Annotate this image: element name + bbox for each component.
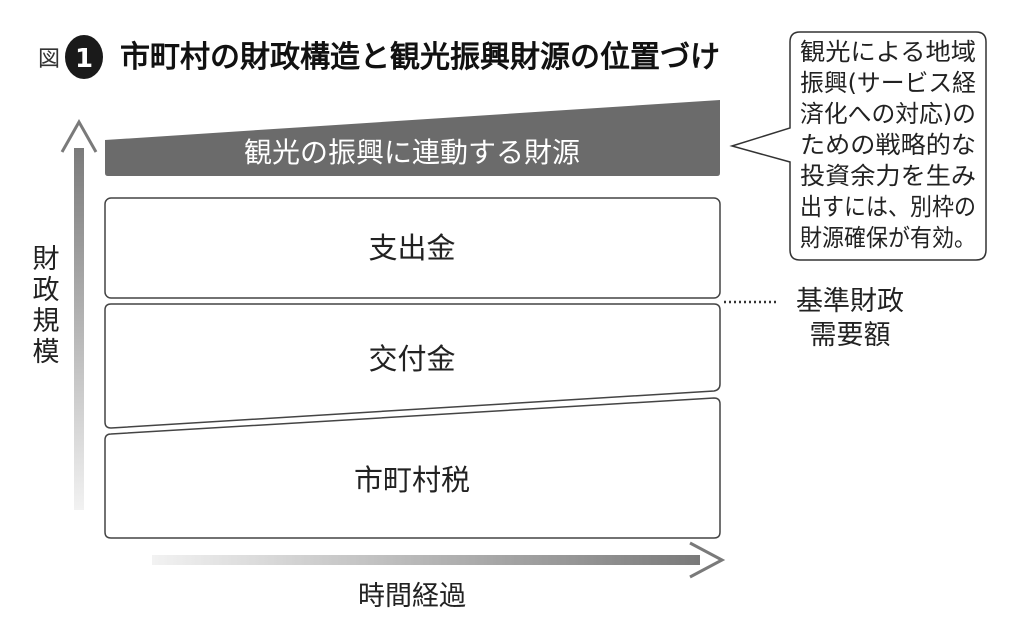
standard-demand-line2: 需要額 [810,320,891,351]
layer-municipal-tax-label: 市町村税 [354,463,470,497]
standard-demand-annotation: 基準財政 需要額 [724,286,904,351]
figure-number-badge [65,35,103,79]
layer-grant-label: 交付金 [368,342,455,376]
layer-municipal-tax: 市町村税 [104,397,721,539]
callout-line: ための戦略的な [800,131,976,159]
y-axis-label: 財政規模 [33,244,60,368]
y-axis-label-char: 財 [33,244,60,275]
tourism-funding-label: 観光の振興に連動する財源 [244,136,580,169]
x-axis-arrow [152,541,726,579]
layer-expenditure: 支出金 [104,197,721,299]
y-axis-label-char: 模 [33,337,60,368]
callout-bubble: 観光による地域振興(サービス経済化への対応)のための戦略的な投資余力を生み出すに… [729,31,987,261]
callout-line: 済化への対応)の [800,100,976,128]
y-axis-label-char: 政 [33,275,60,306]
title-group: 図 1 市町村の財政構造と観光振興財源の位置づけ [38,35,720,79]
callout-text: 観光による地域振興(サービス経済化への対応)のための戦略的な投資余力を生み出すに… [800,38,976,252]
callout-line: 財源確保が有効。 [800,224,976,252]
x-axis-label: 時間経過 [358,581,466,612]
figure-prefix: 図 [38,47,60,72]
callout-line: 振興(サービス経 [800,69,976,97]
callout-line: 出すには、別枠の [800,193,976,221]
y-axis-label-char: 規 [33,306,60,337]
callout-line: 観光による地域 [800,38,976,66]
figure-title: 市町村の財政構造と観光振興財源の位置づけ [120,40,720,75]
layer-grant: 交付金 [104,303,721,429]
y-axis-label-text: 財政規模 [33,244,60,368]
figure-number: 1 [75,44,93,74]
tourism-funding-band: 観光の振興に連動する財源 [105,100,720,176]
standard-demand-line1: 基準財政 [796,286,904,317]
y-axis-arrow [60,118,98,510]
layer-expenditure-label: 支出金 [368,231,455,265]
callout-line: 投資余力を生み [800,162,976,190]
